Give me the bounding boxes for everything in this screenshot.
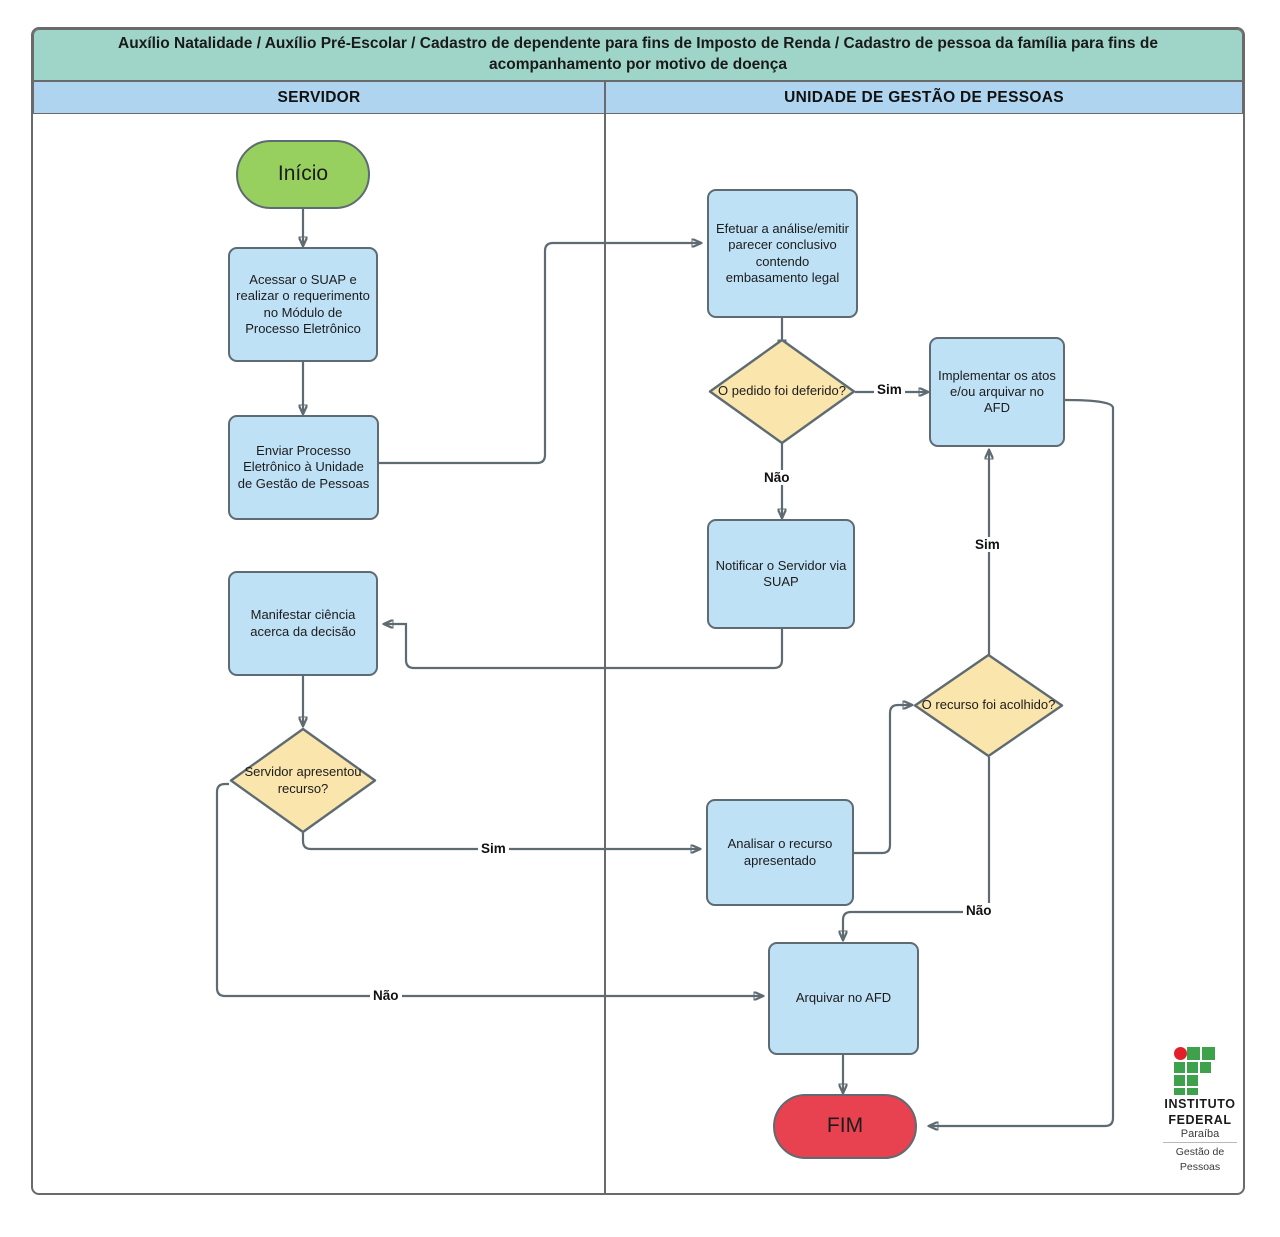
lane-header-servidor: SERVIDOR bbox=[33, 81, 605, 114]
decision-recurso-acolhido[interactable]: O recurso foi acolhido? bbox=[913, 653, 1064, 758]
edge-label-pedido-sim: Sim bbox=[874, 382, 905, 397]
ifpb-logo: INSTITUTO FEDERAL Paraíba Gestão de Pess… bbox=[1152, 1045, 1248, 1173]
node-acessar-suap[interactable]: Acessar o SUAP e realizar o requerimento… bbox=[228, 247, 378, 362]
node-fim[interactable]: FIM bbox=[773, 1094, 917, 1159]
edge-label-acolhido-sim: Sim bbox=[972, 537, 1003, 552]
node-efetuar-analise[interactable]: Efetuar a análise/emitir parecer conclus… bbox=[707, 189, 858, 318]
node-inicio[interactable]: Início bbox=[236, 140, 370, 209]
diagram-frame bbox=[31, 27, 1245, 1195]
node-notificar-servidor[interactable]: Notificar o Servidor via SUAP bbox=[707, 519, 855, 629]
node-implementar-atos[interactable]: Implementar os atos e/ou arquivar no AFD bbox=[929, 337, 1065, 447]
page-title: Auxílio Natalidade / Auxílio Pré-Escolar… bbox=[33, 29, 1243, 81]
ifpb-logo-mark-icon bbox=[1174, 1047, 1215, 1095]
node-manifestar-ciencia[interactable]: Manifestar ciência acerca da decisão bbox=[228, 571, 378, 676]
decision-pedido-deferido[interactable]: O pedido foi deferido? bbox=[708, 338, 856, 445]
lane-header-unidade-gestao-pessoas: UNIDADE DE GESTÃO DE PESSOAS bbox=[605, 81, 1243, 114]
ifpb-logo-federal: FEDERAL bbox=[1168, 1112, 1232, 1127]
edge-label-recurso-nao: Não bbox=[370, 988, 402, 1003]
ifpb-logo-state: Paraíba bbox=[1163, 1128, 1237, 1143]
node-analisar-recurso[interactable]: Analisar o recurso apresentado bbox=[706, 799, 854, 906]
ifpb-logo-department-line2: Pessoas bbox=[1179, 1160, 1221, 1173]
ifpb-logo-department-line1: Gestão de bbox=[1175, 1145, 1225, 1158]
edge-label-acolhido-nao: Não bbox=[963, 903, 995, 918]
edge-label-recurso-sim: Sim bbox=[478, 841, 509, 856]
node-enviar-processo[interactable]: Enviar Processo Eletrônico à Unidade de … bbox=[228, 415, 379, 520]
decision-servidor-apresentou-recurso-label: Servidor apresentou recurso? bbox=[244, 764, 362, 796]
lane-divider bbox=[604, 114, 606, 1194]
decision-pedido-deferido-label: O pedido foi deferido? bbox=[718, 383, 846, 399]
ifpb-logo-instituto: INSTITUTO bbox=[1164, 1097, 1236, 1111]
decision-recurso-acolhido-label: O recurso foi acolhido? bbox=[921, 697, 1056, 713]
edge-label-pedido-nao: Não bbox=[761, 470, 793, 485]
node-arquivar-afd[interactable]: Arquivar no AFD bbox=[768, 942, 919, 1055]
decision-servidor-apresentou-recurso[interactable]: Servidor apresentou recurso? bbox=[229, 727, 377, 834]
